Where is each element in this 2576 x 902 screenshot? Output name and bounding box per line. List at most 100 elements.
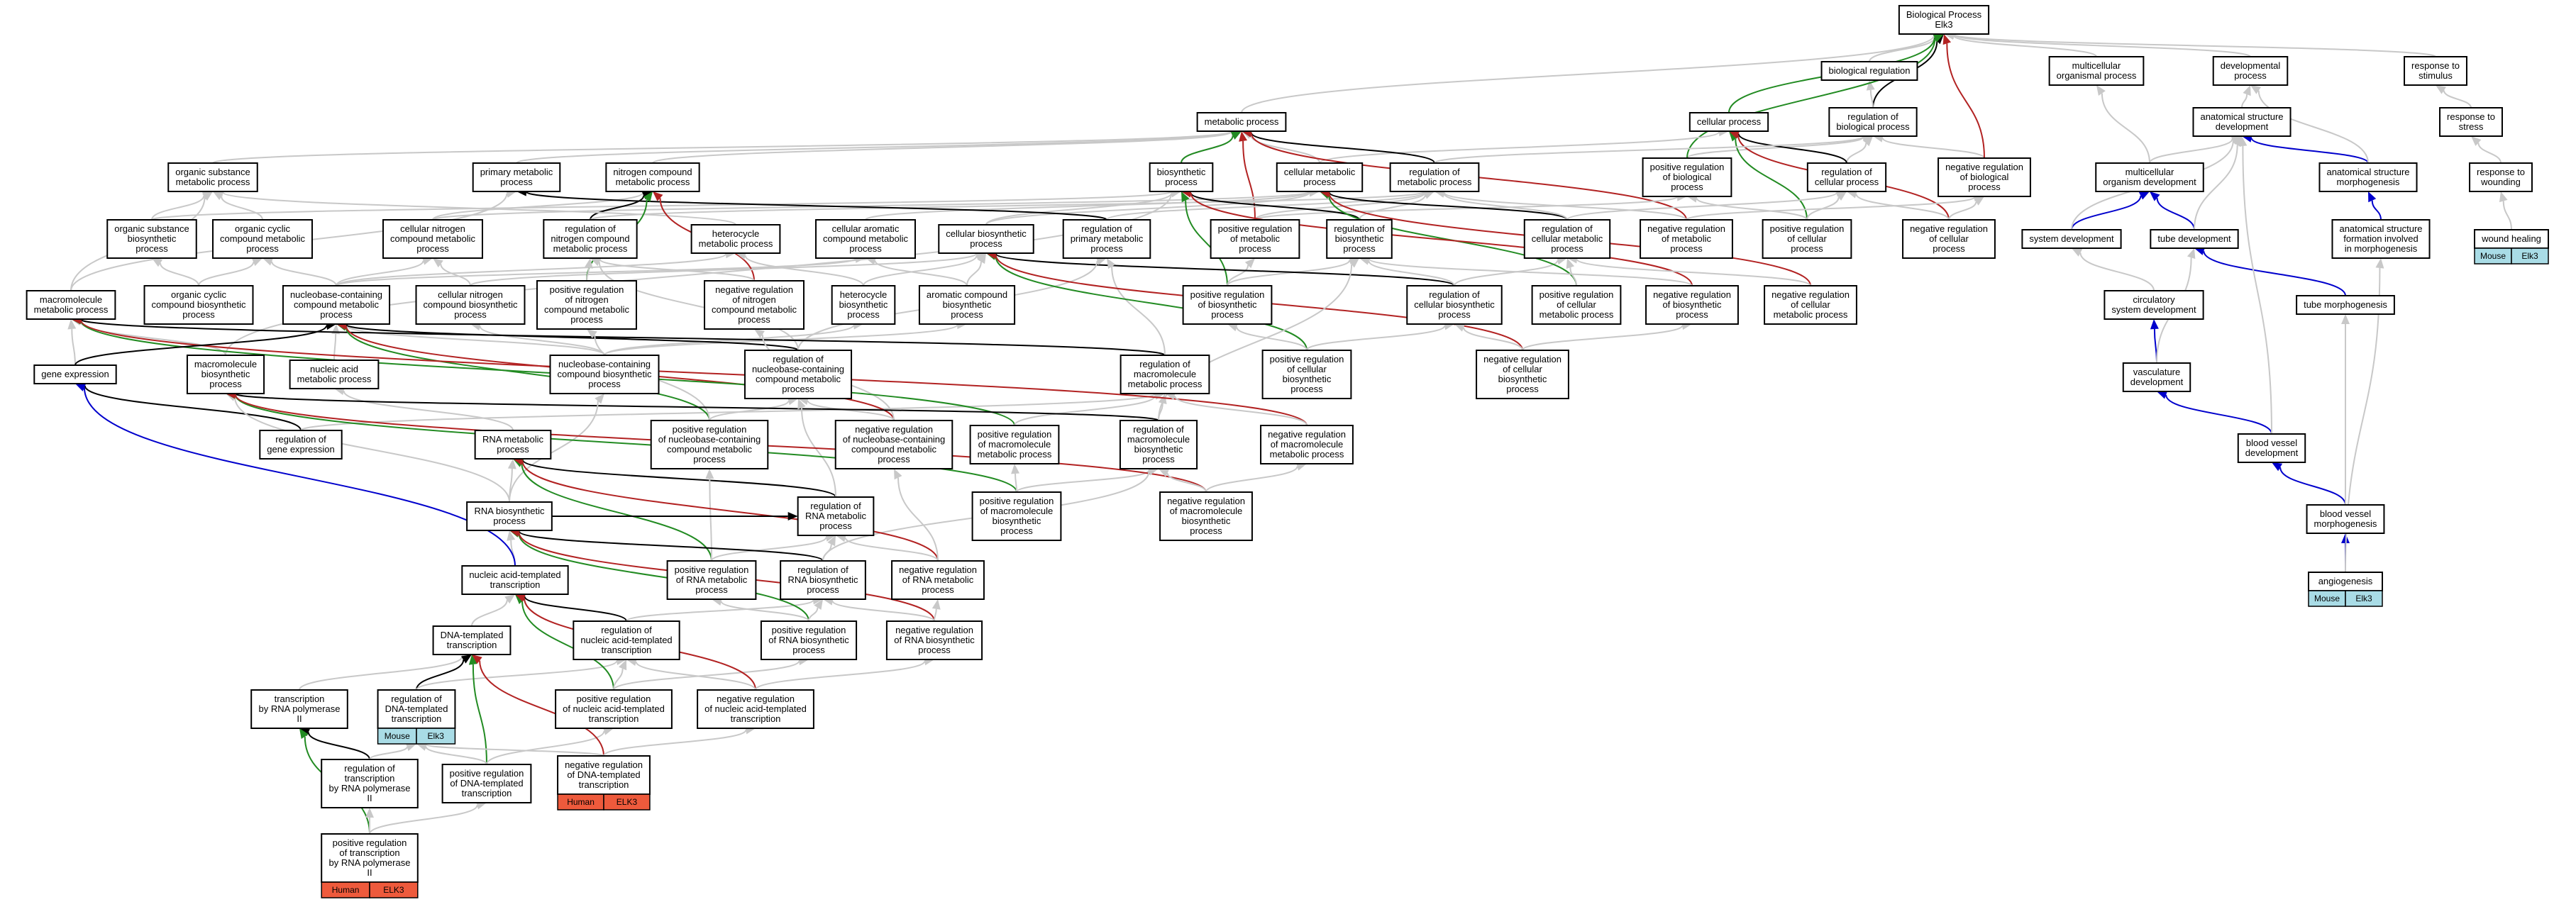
edge-arrowhead [1729, 131, 1739, 142]
go-term-label-line: positive regulation [550, 284, 624, 295]
go-term-gene-expression[interactable]: gene expression [33, 364, 117, 384]
go-term-regulation-of-macromolecule-biosynthetic-process[interactable]: regulation ofmacromoleculebiosyntheticpr… [1119, 420, 1198, 469]
edge-line [2079, 252, 2155, 291]
go-term-regulation-of-nucleobase-containing-compound-metabolic-process[interactable]: regulation ofnucleobase-containingcompou… [743, 350, 853, 399]
go-term-cellular-process[interactable]: cellular process [1688, 112, 1769, 132]
go-term-system-development[interactable]: system development [2021, 229, 2122, 249]
go-term-metabolic-process[interactable]: metabolic process [1196, 112, 1287, 132]
go-term-biological-regulation[interactable]: biological regulation [1820, 61, 1918, 81]
go-term-label-line: negative regulation [1910, 223, 1988, 234]
go-term-tube-morphogenesis[interactable]: tube morphogenesis [2296, 295, 2395, 315]
edge-line [897, 477, 939, 562]
go-term-regulation-of-dna-templated-transcription[interactable]: regulation ofDNA-templatedtranscriptionM… [377, 689, 456, 745]
go-term-label-line: development [2130, 377, 2184, 387]
go-term-tube-development[interactable]: tube development [2150, 229, 2239, 249]
